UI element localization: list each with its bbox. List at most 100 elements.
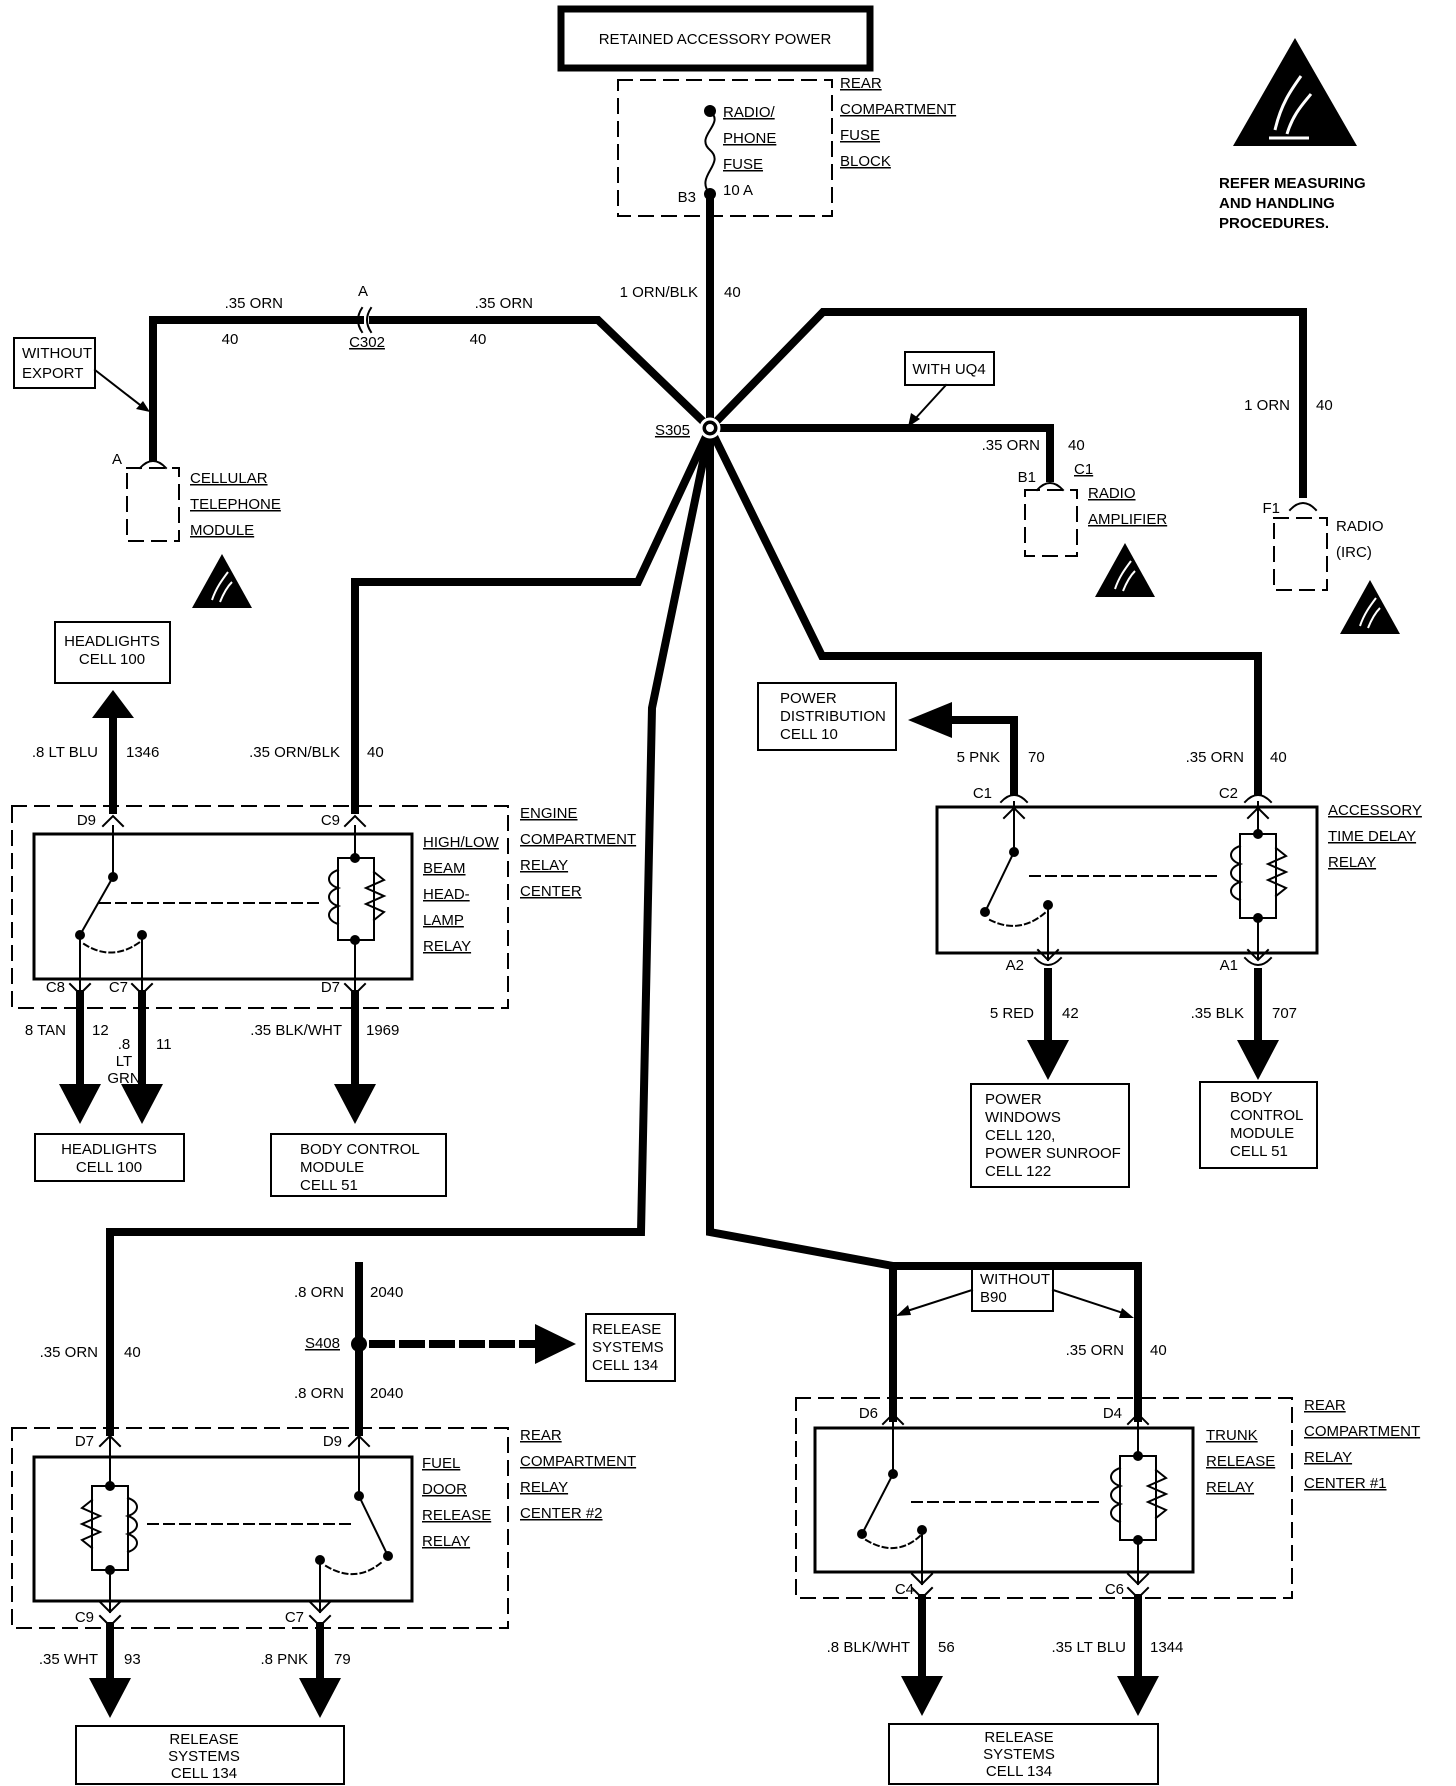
- diagram-label: CELL 51: [300, 1177, 358, 1194]
- diagram-label: 1346: [126, 744, 159, 761]
- wire-to-radio-irc: [704, 308, 1307, 498]
- diagram-label: COMPARTMENT: [520, 1453, 636, 1470]
- diagram-label: RADIO/: [723, 104, 776, 121]
- diagram-label: CELL 122: [985, 1163, 1051, 1180]
- diagram-label: CELLULAR: [190, 470, 268, 487]
- diagram-label: 40: [724, 284, 741, 301]
- option-with-uq4: WITH UQ4: [904, 351, 995, 427]
- diagram-label: CELL 120,: [985, 1127, 1055, 1144]
- diagram-label: 40: [1150, 1342, 1167, 1359]
- diagram-label: 2040: [370, 1284, 403, 1301]
- diagram-label: 2040: [370, 1385, 403, 1402]
- wire-to-radio-amp: [706, 424, 1054, 482]
- wires: [106, 191, 1307, 1436]
- diagram-label: TIME DELAY: [1328, 828, 1416, 845]
- diagram-label: 5 RED: [990, 1005, 1034, 1022]
- diagram-label: .35 WHT: [39, 1651, 98, 1668]
- esd-warning-icon: [1231, 36, 1359, 148]
- diagram-label: 40: [470, 331, 487, 348]
- diagram-label: COMPARTMENT: [840, 101, 956, 118]
- diagram-label: RELEASE: [984, 1729, 1053, 1746]
- diagram-label: DISTRIBUTION: [780, 708, 886, 725]
- diagram-label: REAR: [1304, 1397, 1346, 1414]
- diagram-label: S408: [305, 1335, 340, 1352]
- diagram-label: .35 ORN/BLK: [249, 744, 340, 761]
- diagram-label: 12: [92, 1022, 109, 1039]
- diagram-label: C8: [46, 979, 65, 996]
- diagram-label: LT: [116, 1053, 132, 1070]
- diagram-label: .35 ORN: [982, 437, 1040, 454]
- diagram-label: C1: [1074, 461, 1093, 478]
- diagram-label: .8 BLK/WHT: [827, 1639, 910, 1656]
- diagram-label: CELL 100: [79, 651, 145, 668]
- esd-icon: [1339, 579, 1401, 635]
- cellular-telephone-module: A CELLULAR TELEPHONE MODULE: [112, 451, 281, 609]
- accessory-time-delay-relay-section: POWER DISTRIBUTION CELL 10 5 PNK 70 .35 …: [757, 682, 1422, 1188]
- wire-to-tr-relay-d6: [706, 424, 897, 1422]
- wire-to-atd-relay: [704, 422, 1262, 796]
- wire-to-fd-relay: [106, 423, 715, 1436]
- wire-to-tr-relay-d4: [889, 1262, 1142, 1422]
- diagram-label: 1 ORN/BLK: [620, 284, 698, 301]
- esd-icon: [191, 553, 253, 609]
- diagram-label: RELAY: [520, 1479, 568, 1496]
- diagram-label: D7: [321, 979, 340, 996]
- diagram-label: .8 PNK: [260, 1651, 308, 1668]
- diagram-label: C302: [349, 334, 385, 351]
- diagram-label: 8 TAN: [25, 1022, 66, 1039]
- diagram-label: MODULE: [1230, 1125, 1294, 1142]
- diagram-label: CENTER #2: [520, 1505, 603, 1522]
- diagram-label: FUEL: [422, 1455, 460, 1472]
- diagram-label: 40: [124, 1344, 141, 1361]
- diagram-label: DOOR: [422, 1481, 467, 1498]
- diagram-label: SYSTEMS: [592, 1339, 664, 1356]
- wire-to-cellular: [149, 316, 716, 462]
- diagram-label: EXPORT: [22, 365, 83, 382]
- diagram-label: 40: [1316, 397, 1333, 414]
- diagram-label: D4: [1103, 1405, 1122, 1422]
- diagram-label: RELEASE: [592, 1321, 661, 1338]
- diagram-label: HEADLIGHTS: [64, 633, 160, 650]
- diagram-label: CENTER #1: [1304, 1475, 1387, 1492]
- diagram-label: AND HANDLING: [1219, 195, 1335, 212]
- diagram-label: LAMP: [423, 912, 464, 929]
- diagram-label: 707: [1272, 1005, 1297, 1022]
- diagram-label: CELL 10: [780, 726, 838, 743]
- diagram-label: C7: [109, 979, 128, 996]
- diagram-label: 11: [156, 1036, 172, 1053]
- diagram-label: CELL 134: [171, 1765, 237, 1782]
- diagram-label: SYSTEMS: [983, 1746, 1055, 1763]
- wire-to-hl-relay: [351, 422, 716, 814]
- diagram-label: MODULE: [300, 1159, 364, 1176]
- diagram-label: COMPARTMENT: [520, 831, 636, 848]
- diagram-label: D9: [323, 1433, 342, 1450]
- diagram-label: BODY: [1230, 1089, 1273, 1106]
- diagram-label: HIGH/LOW: [423, 834, 500, 851]
- diagram-label: C9: [321, 812, 340, 829]
- diagram-label: PHONE: [723, 130, 776, 147]
- diagram-label: A: [112, 451, 122, 468]
- diagram-label: A2: [1006, 957, 1024, 974]
- diagram-label: RELAY: [1328, 854, 1376, 871]
- diagram-label: .8: [118, 1036, 131, 1053]
- diagram-label: .35 ORN: [1186, 749, 1244, 766]
- diagram-label: ENGINE: [520, 805, 578, 822]
- diagram-label: BLOCK: [840, 153, 891, 170]
- diagram-label: RELEASE: [1206, 1453, 1275, 1470]
- diagram-label: WITH UQ4: [912, 361, 985, 378]
- diagram-label: POWER: [985, 1091, 1042, 1108]
- diagram-label: REAR: [840, 75, 882, 92]
- diagram-label: MODULE: [190, 522, 254, 539]
- diagram-label: B90: [980, 1289, 1007, 1306]
- diagram-label: 40: [1270, 749, 1287, 766]
- diagram-label: A1: [1220, 957, 1238, 974]
- diagram-label: CELL 51: [1230, 1143, 1288, 1160]
- diagram-label: B3: [678, 189, 696, 206]
- headlamp-relay-section: HEADLIGHTS CELL 100 .8 LT BLU 1346 .35 O…: [11, 621, 636, 1197]
- diagram-label: RELAY: [422, 1533, 470, 1550]
- diagram-label: C2: [1219, 785, 1238, 802]
- diagram-label: RELEASE: [422, 1507, 491, 1524]
- diagram-label: .35 BLK/WHT: [250, 1022, 342, 1039]
- diagram-label: S305: [655, 422, 690, 439]
